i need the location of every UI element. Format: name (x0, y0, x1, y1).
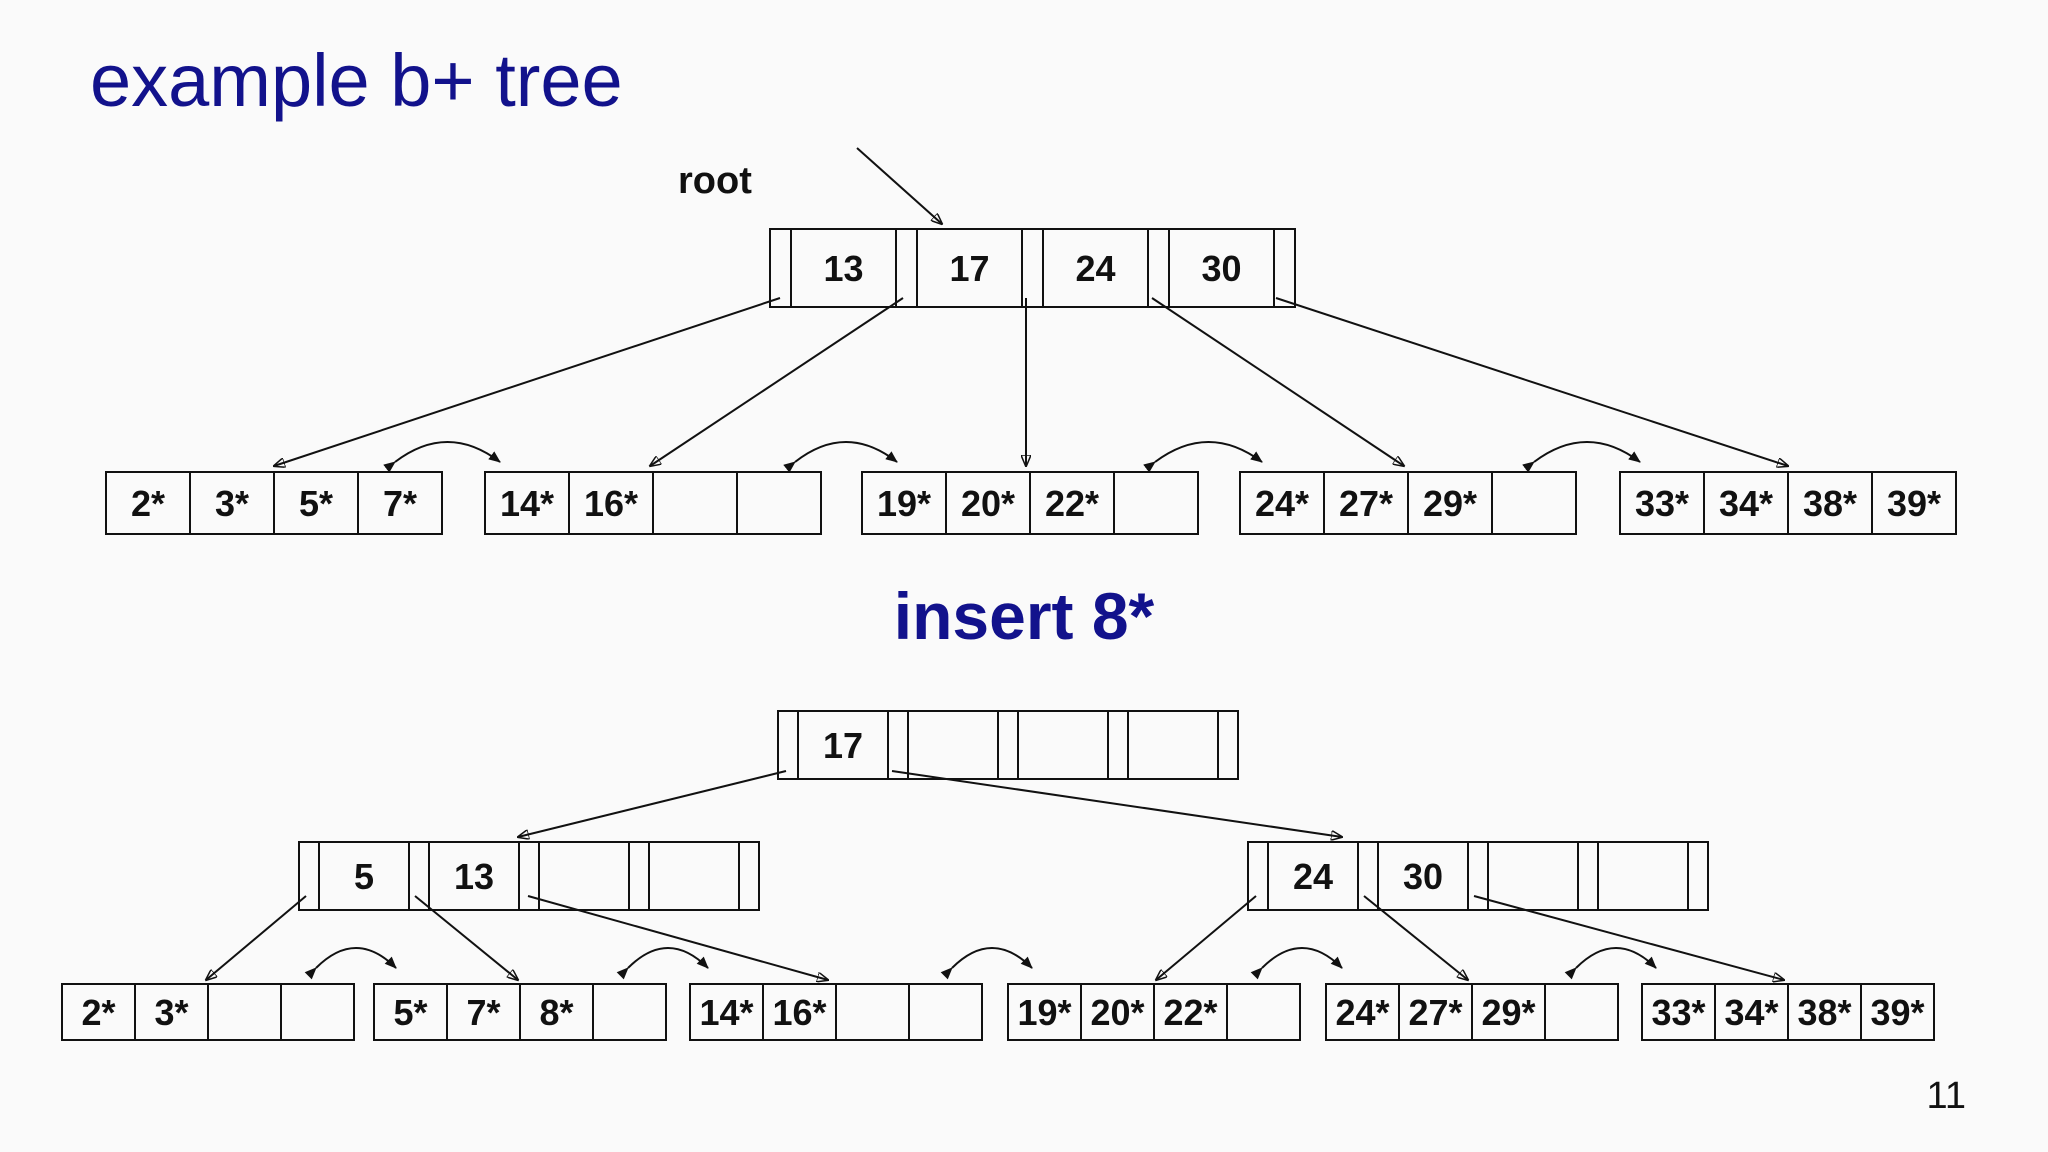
after-leaf-node-1: 2* 3* (61, 983, 355, 1041)
leaf-key: 2* (131, 483, 165, 524)
sibling-link-arrow (1143, 441, 1263, 473)
sibling-link-arrow (940, 947, 1033, 980)
child-pointer-arrow (1156, 895, 1257, 980)
leaf-key: 33* (1635, 483, 1689, 524)
inner-key: 24 (1075, 248, 1115, 289)
leaf-key: 16* (772, 992, 826, 1033)
leaf-key: 34* (1719, 483, 1773, 524)
leaf-key: 39* (1870, 992, 1924, 1033)
leaf-key: 16* (584, 483, 638, 524)
inner-node-frame (298, 841, 760, 911)
leaf-key: 20* (1090, 992, 1144, 1033)
child-pointer-arrow (274, 297, 781, 466)
child-pointer-arrow (650, 297, 904, 466)
leaf-key: 3* (154, 992, 188, 1033)
leaf-key: 19* (877, 483, 931, 524)
before-leaf-node-3: 19* 20* 22* (861, 471, 1199, 535)
leaf-key: 22* (1045, 483, 1099, 524)
child-pointer-arrow (414, 895, 518, 980)
leaf-key: 5* (393, 992, 427, 1033)
inner-node-frame (1247, 841, 1709, 911)
leaf-key: 29* (1423, 483, 1477, 524)
leaf-key: 24* (1255, 483, 1309, 524)
leaf-key: 39* (1887, 483, 1941, 524)
pointer-layer (206, 147, 1788, 980)
inner-key: 13 (454, 856, 494, 897)
after-leaf-node-4: 19* 20* 22* (1007, 983, 1301, 1041)
sibling-link-arrow (1522, 441, 1641, 473)
sibling-link-arrow (783, 441, 898, 473)
leaf-key: 27* (1339, 483, 1393, 524)
inner-key: 17 (949, 248, 989, 289)
after-leaf-node-6: 33* 34* 38* 39* (1641, 983, 1935, 1041)
leaf-key: 38* (1797, 992, 1851, 1033)
leaf-key: 7* (383, 483, 417, 524)
after-inner-node-right: 24 30 (1247, 841, 1709, 911)
before-leaf-node-4: 24* 27* 29* (1239, 471, 1577, 535)
leaf-key: 5* (299, 483, 333, 524)
child-pointer-arrow (1151, 297, 1404, 466)
insert-subtitle: insert 8* (893, 579, 1155, 653)
sibling-link-arrow (383, 441, 501, 473)
inner-key: 30 (1403, 856, 1443, 897)
leaf-key: 14* (699, 992, 753, 1033)
before-leaf-node-2: 14* 16* (484, 471, 822, 535)
node-layer: 13 17 24 30 2* 3* 5* 7* 14* 16* 19* 20* 22* 24* 27* 29*… (61, 228, 1957, 1041)
sibling-link-arrow (1250, 947, 1343, 980)
inner-node-frame (769, 228, 1296, 308)
before-root-node: 13 17 24 30 (769, 228, 1296, 308)
leaf-key: 38* (1803, 483, 1857, 524)
sibling-link-arrow (616, 947, 709, 980)
child-pointer-arrow (1275, 297, 1788, 466)
leaf-key: 19* (1017, 992, 1071, 1033)
root-label: root (678, 160, 752, 202)
root-pointer-arrow (856, 147, 942, 224)
after-leaf-node-5: 24* 27* 29* (1325, 983, 1619, 1041)
inner-key: 30 (1201, 248, 1241, 289)
sibling-link-arrow (1564, 947, 1657, 980)
leaf-key: 2* (81, 992, 115, 1033)
sibling-link-arrow (304, 947, 397, 980)
child-pointer-arrow (518, 770, 787, 837)
leaf-key: 27* (1408, 992, 1462, 1033)
after-inner-node-left: 5 13 (298, 841, 760, 911)
leaf-key: 3* (215, 483, 249, 524)
leaf-key: 29* (1481, 992, 1535, 1033)
page-number: 11 (1926, 1075, 1966, 1117)
leaf-key: 14* (500, 483, 554, 524)
before-leaf-node-5: 33* 34* 38* 39* (1619, 471, 1957, 535)
before-leaf-node-1: 2* 3* 5* 7* (105, 471, 443, 535)
leaf-key: 22* (1163, 992, 1217, 1033)
child-pointer-arrow (527, 895, 828, 980)
child-pointer-arrow (206, 895, 307, 980)
child-pointer-arrow (1363, 895, 1468, 980)
after-leaf-node-3: 14* 16* (689, 983, 983, 1041)
inner-key: 24 (1293, 856, 1333, 897)
inner-key: 5 (354, 856, 374, 897)
child-pointer-arrow (1473, 895, 1784, 980)
leaf-key: 24* (1335, 992, 1389, 1033)
leaf-key: 7* (466, 992, 500, 1033)
after-leaf-node-2: 5* 7* 8* (373, 983, 667, 1041)
child-pointer-arrow (891, 770, 1342, 837)
leaf-key: 20* (961, 483, 1015, 524)
inner-key: 13 (823, 248, 863, 289)
after-root-node: 17 (777, 710, 1239, 780)
inner-node-frame (777, 710, 1239, 780)
leaf-key: 8* (539, 992, 573, 1033)
inner-key: 17 (823, 725, 863, 766)
leaf-key: 34* (1724, 992, 1778, 1033)
slide-title: example b+ tree (90, 39, 623, 122)
leaf-key: 33* (1651, 992, 1705, 1033)
